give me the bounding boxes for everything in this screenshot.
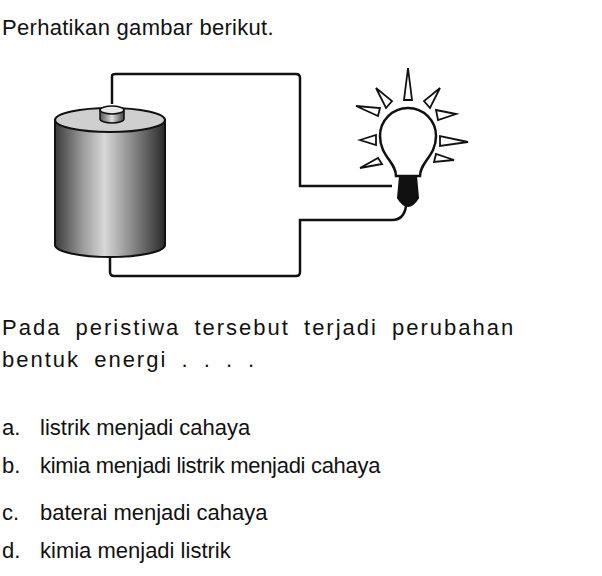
option-letter: d. — [2, 535, 20, 567]
option-letter: c. — [2, 497, 19, 529]
option-text: listrik menjadi cahaya — [40, 412, 250, 444]
option-text: baterai menjadi cahaya — [40, 497, 267, 529]
battery — [55, 106, 165, 257]
option-text: kimia menjadi listrik — [40, 535, 231, 567]
question-text: Pada peristiwa tersebut terjadi perubaha… — [2, 312, 562, 376]
light-bulb — [356, 68, 468, 206]
option-letter: a. — [2, 412, 20, 444]
instruction-heading: Perhatikan gambar berikut. — [2, 12, 274, 44]
option-letter: b. — [2, 450, 20, 482]
option-text: kimia menjadi listrik menjadi cahaya — [40, 450, 380, 482]
